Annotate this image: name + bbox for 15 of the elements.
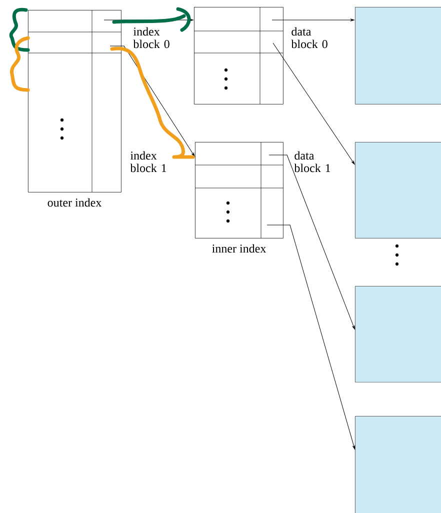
- block-label: data block 1: [294, 151, 330, 172]
- data-block: [355, 416, 441, 513]
- arrow: [110, 46, 195, 157]
- data-block: [355, 7, 441, 104]
- arrow: [266, 224, 356, 450]
- block-label: index block 1: [130, 151, 166, 172]
- data-block: [355, 142, 441, 238]
- data-block: [355, 286, 441, 382]
- block-label: index block 0: [133, 27, 170, 48]
- arrow: [272, 42, 355, 165]
- table-label: outer index: [48, 198, 102, 207]
- arrow: [272, 18, 354, 22]
- block-label: data block 0: [291, 27, 328, 48]
- table-label: inner index: [212, 244, 266, 253]
- arrow: [268, 154, 355, 330]
